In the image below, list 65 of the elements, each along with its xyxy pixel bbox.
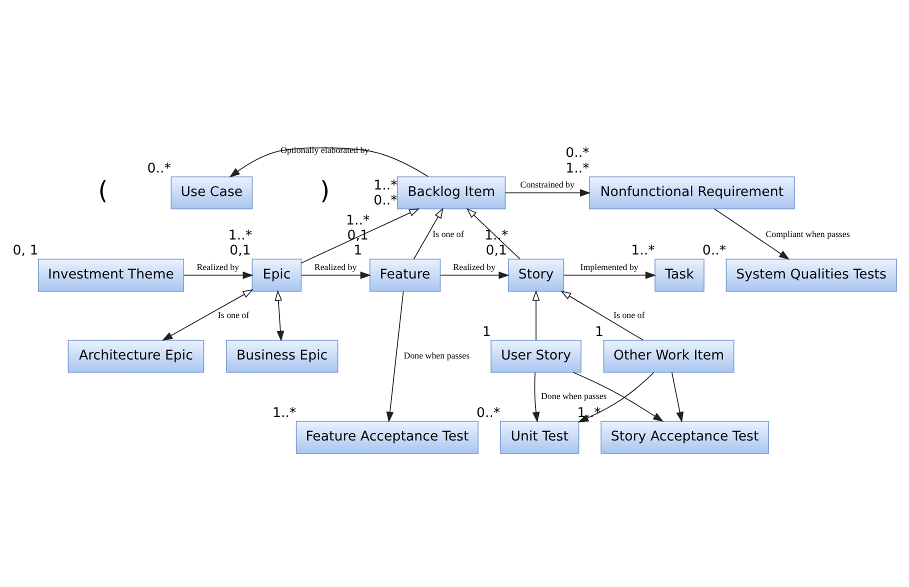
arrow [466,208,520,260]
arrow [274,290,284,342]
node-label: 0,1 [486,244,507,259]
node-box: Task [654,258,704,292]
arrow [532,290,540,341]
node-box: Feature [369,258,441,292]
node-box: Business Epic [226,340,338,373]
node-box: Epic [252,258,302,292]
node-box: Architecture Epic [68,340,204,373]
node-label: 1 [595,324,604,340]
edge-label: Done when passes [540,391,607,402]
edge-label: Realized by [314,262,357,272]
node-label: 0,1 [230,244,251,259]
arrow [504,189,591,197]
arrow [229,147,429,178]
edge-label: Implemented by [580,262,638,272]
arrow [413,208,444,260]
node-label: 1..* [374,178,398,194]
edge-label: Realized by [453,262,496,272]
edge-label: Compliant when passes [766,228,850,239]
arrow [560,290,644,341]
node-label: 1 [482,324,491,340]
label: ( [98,176,108,205]
arrow [532,372,540,423]
node-label: 1..* [272,406,296,421]
node-label: 0..* [702,244,726,259]
node-box: Story [508,258,564,292]
arrow [572,372,664,422]
node-label: 0..* [566,146,590,162]
node-box: Unit Test [500,420,580,454]
arrow [386,291,404,423]
arrow [301,271,372,279]
edge-label: Is one of [614,310,645,320]
node-label: 1..* [346,213,370,228]
node-box: Investment Theme [38,258,184,292]
arrow [671,372,684,423]
edge-label: Done when passes [404,350,470,361]
node-label: 1..* [631,244,655,259]
node-box: System Qualities Tests [726,258,897,292]
arrow [183,271,254,279]
node-label: 0..* [476,406,500,421]
node-box: Use Case [170,176,253,210]
node-box: Backlog Item [397,176,506,210]
node-label: 1..* [566,161,590,176]
edge-label: Realized by [196,262,240,272]
label: ) [320,176,330,205]
arrow [162,289,254,341]
node-label: 1 [354,244,362,259]
arrow [300,208,420,264]
node-label: 0..* [374,193,398,208]
edge-label: Is one of [432,228,464,239]
arrow [714,208,790,260]
node-box: Nonfunctional Requirement [589,176,795,210]
node-label: 1..* [228,228,252,244]
node-box: Other Work Item [603,340,734,373]
node-box: Story Acceptance Test [600,420,770,454]
node-box: Feature Acceptance Test [296,420,479,454]
edge-label: Is one of [218,310,250,320]
edge-label: Constrained by [520,179,574,190]
arrow [578,372,654,422]
node-box: User Story [490,340,582,373]
node-label: 0..* [147,161,171,176]
arrow [563,271,656,279]
arrow [440,271,510,279]
node-label: 0, 1 [12,244,38,259]
